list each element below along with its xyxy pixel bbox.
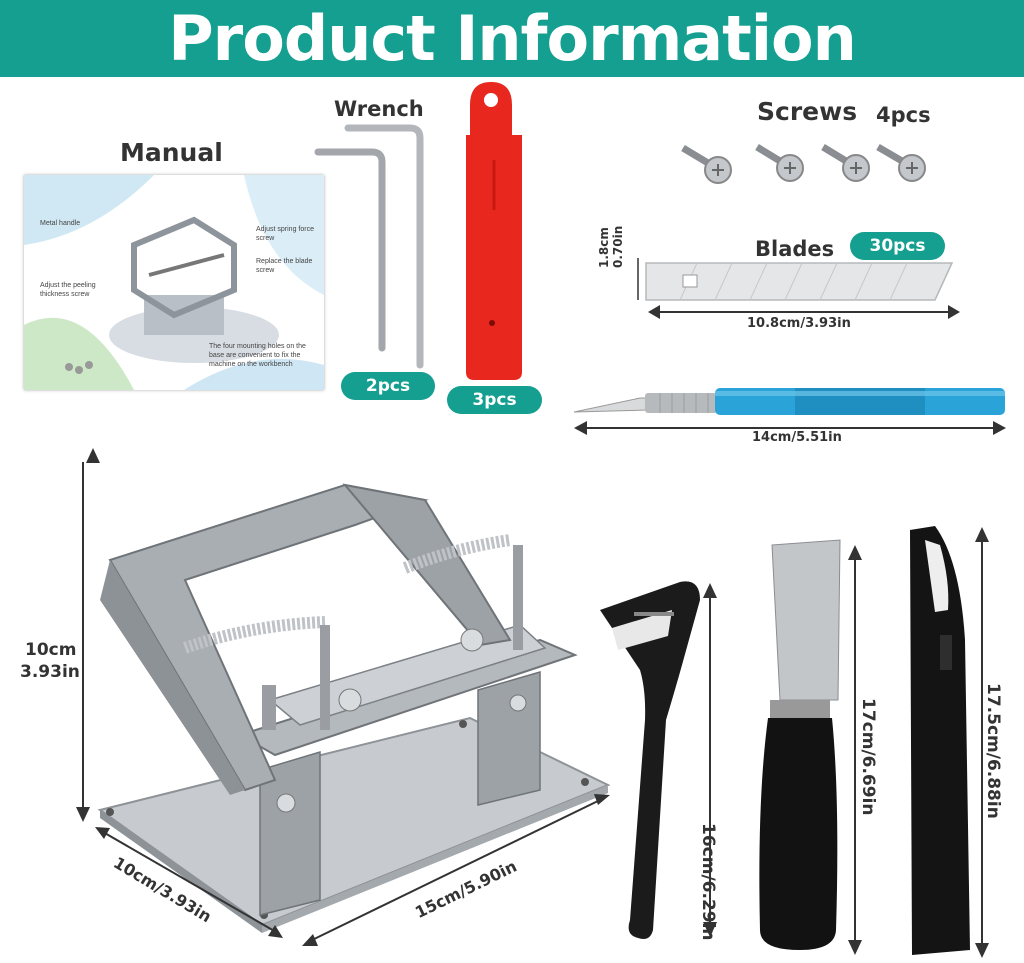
screw-icon	[681, 144, 732, 184]
callout-mounting-holes: The four mounting holes on the base are …	[209, 343, 306, 368]
callout-adjust-peeling: Adjust the peeling thickness screw	[40, 282, 96, 298]
blade-length-dim: 10.8cm/3.93in	[747, 316, 851, 331]
blade-holder-qty-badge: 3pcs	[447, 386, 542, 414]
blades-label: Blades	[755, 237, 835, 261]
callout-adjust-spring: Adjust spring force screw	[256, 226, 314, 242]
groover-length-dim: 17.5cm/6.88in	[983, 683, 1003, 819]
screws-label: Screws	[757, 97, 858, 126]
page-title: Product Information	[168, 2, 857, 75]
manual-label: Manual	[120, 138, 223, 167]
callout-metal-handle: Metal handle	[40, 220, 81, 227]
manual-booklet: Metal handle Adjust spring force screw R…	[24, 175, 324, 390]
screw-icon	[876, 143, 926, 182]
title-banner	[0, 0, 1024, 77]
wrench-label: Wrench	[334, 97, 424, 121]
knife-length-dim: 14cm/5.51in	[752, 430, 842, 445]
leather-knife-tool	[759, 539, 841, 950]
screws-qty: 4pcs	[876, 103, 931, 127]
screw-icon	[755, 144, 804, 182]
scraper-tool	[600, 581, 700, 939]
leather-knife-length-dim: 17cm/6.69in	[858, 698, 878, 816]
scraper-length-dim: 16cm/6.29in	[698, 823, 718, 941]
groover-tool	[910, 526, 970, 955]
screw-icon	[821, 144, 870, 182]
wrench-qty-badge: 2pcs	[341, 372, 435, 400]
machine-height-in: 3.93in	[20, 662, 80, 682]
manual-illustration	[24, 175, 324, 390]
blades-qty-badge: 30pcs	[850, 232, 945, 260]
machine-height-cm: 10cm	[25, 640, 77, 660]
callout-replace-blade: Replace the blade screw	[256, 258, 313, 274]
